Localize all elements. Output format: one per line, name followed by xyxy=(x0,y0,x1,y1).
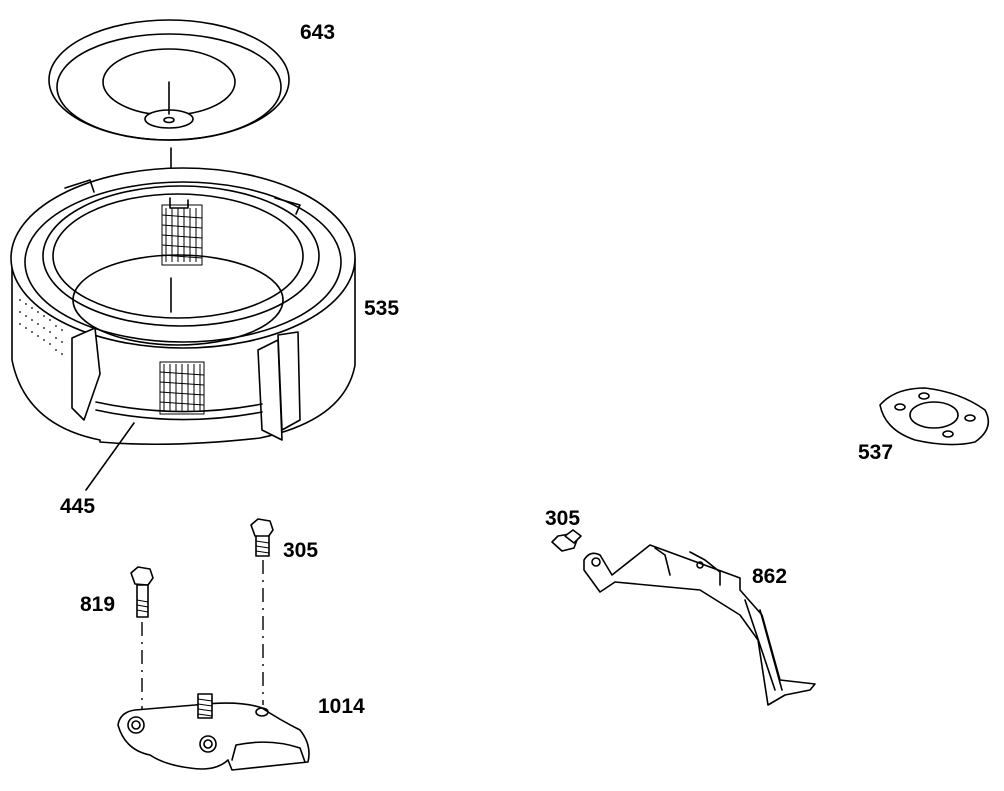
perforation-pattern xyxy=(19,299,63,355)
filter-assembly-drawing xyxy=(10,167,356,491)
part-label-445: 445 xyxy=(60,495,96,518)
part-label-537: 537 xyxy=(858,441,894,464)
bracket-drawing xyxy=(583,544,816,706)
part-label-819: 819 xyxy=(80,593,116,616)
screw-right-drawing xyxy=(551,529,582,552)
filter-mesh-lower xyxy=(159,361,205,415)
filter-mesh-upper xyxy=(161,204,203,266)
gasket-drawing xyxy=(879,387,990,446)
part-label-535: 535 xyxy=(364,297,400,320)
part-label-862: 862 xyxy=(752,565,788,588)
base-drawing xyxy=(117,693,310,771)
screw-left-drawing xyxy=(250,518,274,705)
part-label-305-right: 305 xyxy=(545,507,581,530)
part-label-305-left: 305 xyxy=(283,539,319,562)
bolt-drawing xyxy=(130,566,154,718)
part-label-1014: 1014 xyxy=(318,695,365,718)
part-label-643: 643 xyxy=(300,21,336,44)
